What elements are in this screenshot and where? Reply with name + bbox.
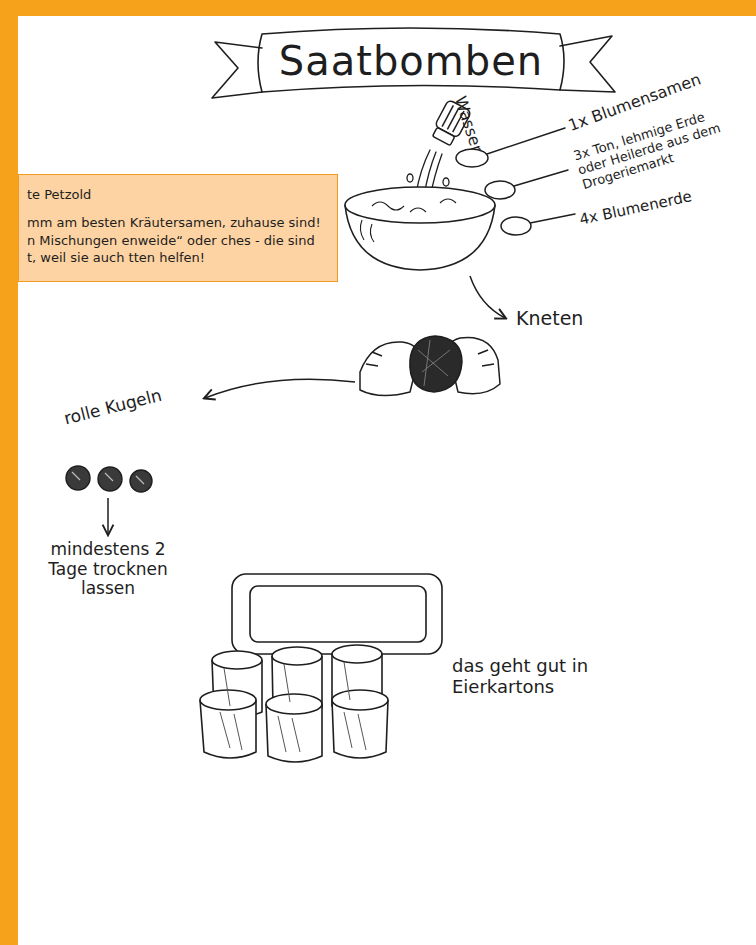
step-arrow [470,276,505,318]
step-arrow [205,379,355,398]
mixing-bowl [345,187,495,270]
note-box: te Petzold mm am besten Kräutersamen, zuh… [18,174,338,282]
step-label: rolle Kugeln [62,376,203,429]
step-label: mindestens 2 Tage trocknen lassen [48,540,168,599]
frame-bar-top [0,0,756,16]
kneading-hands [360,336,500,396]
banner-title: Saatbomben [262,38,560,84]
egg-cup [200,690,256,758]
title-banner [212,28,615,98]
note-label: das geht gut in Eierkartons [452,656,622,697]
egg-carton [200,574,442,762]
water-label: Wasser [451,94,493,176]
note-heading: te Petzold [27,187,327,202]
step-arrow [107,498,109,534]
note-body: mm am besten Kräutersamen, zuhause sind!… [27,214,327,267]
seed-balls [66,466,152,492]
step-label: Kneten [516,308,636,330]
frame-bar-left [0,0,18,945]
